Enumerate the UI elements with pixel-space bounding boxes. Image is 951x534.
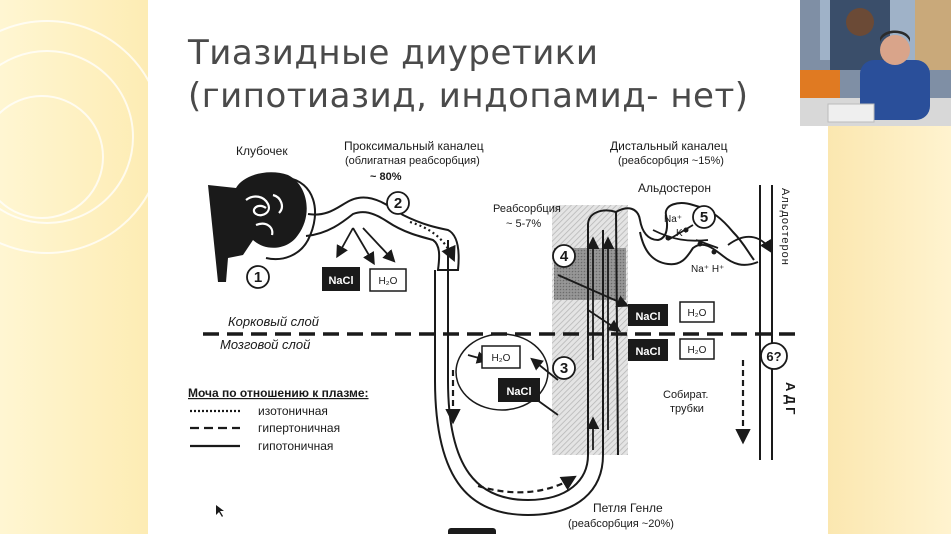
label-cortex: Корковый слой — [228, 314, 319, 329]
ion-exchange-dots — [665, 227, 717, 255]
label-aldosterone-vertical: Альдостерон — [779, 188, 791, 266]
h2o-box-cortex: H₂O — [369, 268, 407, 292]
h2o-label-3: H₂O — [688, 308, 707, 319]
right-decorative-strip — [828, 126, 951, 534]
legend-item-1: изотоничная — [258, 404, 328, 418]
number-markers: 1 2 3 4 5 6? — [246, 191, 788, 380]
label-collecting-1: Собират. — [663, 389, 708, 401]
legend-item-2: гипертоничная — [258, 421, 340, 435]
label-distal-sub: (реабсорбция ~15%) — [618, 155, 724, 167]
nacl-label-1: NaCl — [328, 275, 353, 287]
bottom-toolbar-tab[interactable] — [448, 528, 496, 534]
nacl-box-medulla: NaCl — [498, 378, 540, 402]
ion-na-h: Na⁺ H⁺ — [691, 264, 724, 275]
nacl-box-distal-lower: NaCl — [628, 339, 668, 361]
label-aldosterone: Альдостерон — [638, 181, 711, 195]
nacl-box-cortex: NaCl — [322, 267, 360, 291]
label-loop-sub: (реабсорбция ~20%) — [568, 518, 674, 530]
slide-title: Тиазидные диуретики (гипотиазид, индопам… — [188, 32, 808, 118]
h2o-box-medulla: H₂O — [481, 345, 521, 369]
label-collecting-2: трубки — [670, 403, 704, 415]
webcam-feed — [800, 0, 951, 126]
flow-arrows — [336, 220, 772, 494]
slide-title-line-2: (гипотиазид, индопамид- нет) — [188, 76, 749, 116]
marker-1: 1 — [254, 269, 262, 286]
label-reabsorption: Реабсорбция — [493, 203, 561, 215]
h2o-box-distal-lower: H₂O — [679, 338, 715, 360]
label-reabsorption-pct: ~ 5-7% — [506, 218, 541, 230]
marker-3: 3 — [560, 360, 568, 377]
marker-6: 6? — [766, 349, 781, 364]
legend: Моча по отношению к плазме: изотоничная … — [188, 386, 369, 453]
nephron-diagram: NaCl H₂O H₂O NaCl NaCl H₂O — [188, 139, 798, 530]
ion-k: K⁺ — [676, 228, 688, 239]
glomerulus-shape — [208, 172, 317, 282]
h2o-label-2: H₂O — [492, 353, 511, 364]
legend-title: Моча по отношению к плазме: — [188, 386, 369, 400]
label-loop: Петля Генле — [593, 501, 663, 515]
marker-2: 2 — [394, 195, 402, 212]
left-decorative-strip — [0, 0, 148, 534]
label-medulla: Мозговой слой — [220, 337, 310, 352]
label-adh-vertical: АДГ — [783, 382, 798, 418]
label-glomerulus: Клубочек — [236, 144, 288, 158]
legend-item-3: гипотоничная — [258, 439, 333, 453]
ion-na: Na⁺ — [664, 214, 682, 225]
nacl-label-4: NaCl — [635, 346, 660, 358]
label-proximal: Проксимальный каналец — [344, 139, 484, 153]
nephron-tubule — [305, 185, 773, 517]
marker-5: 5 — [700, 209, 708, 226]
mouse-cursor-icon — [216, 505, 224, 517]
label-proximal-pct: ~ 80% — [370, 171, 402, 183]
slide-title-line-1: Тиазидные диуретики — [188, 33, 599, 73]
person-video-icon — [800, 0, 951, 126]
label-distal: Дистальный каналец — [610, 139, 728, 153]
nacl-label-2: NaCl — [506, 386, 531, 398]
presentation-slide: Тиазидные диуретики (гипотиазид, индопам… — [148, 0, 828, 534]
h2o-label-4: H₂O — [688, 345, 707, 356]
nacl-box-distal-upper: NaCl — [628, 304, 668, 326]
nacl-label-3: NaCl — [635, 311, 660, 323]
marker-4: 4 — [560, 248, 569, 265]
h2o-box-distal-upper: H₂O — [679, 301, 715, 323]
h2o-label-1: H₂O — [379, 276, 398, 287]
reabsorption-ellipse — [455, 333, 549, 411]
label-proximal-sub: (облигатная реабсорбция) — [345, 155, 480, 167]
